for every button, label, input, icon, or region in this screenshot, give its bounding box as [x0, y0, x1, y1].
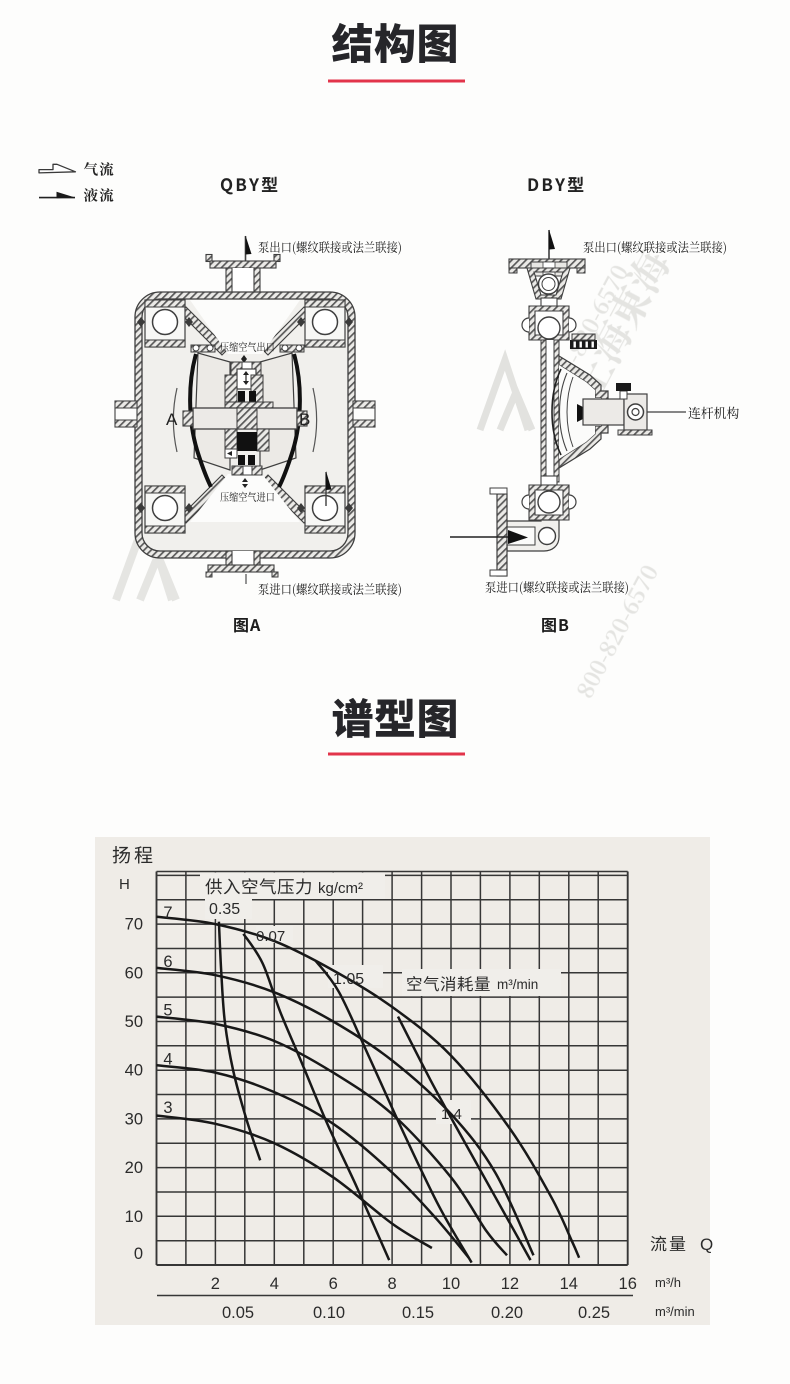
svg-text:m³/min: m³/min: [497, 977, 538, 992]
svg-text:0.15: 0.15: [402, 1304, 434, 1322]
svg-text:0.25: 0.25: [578, 1304, 610, 1322]
svg-text:7: 7: [163, 904, 172, 922]
svg-text:12: 12: [501, 1275, 519, 1293]
svg-text:0.07: 0.07: [256, 928, 285, 945]
svg-text:0: 0: [134, 1245, 143, 1263]
svg-text:50: 50: [125, 1013, 143, 1031]
svg-text:30: 30: [125, 1110, 143, 1128]
svg-text:B: B: [299, 410, 310, 429]
svg-text:60: 60: [125, 964, 143, 982]
svg-text:10: 10: [125, 1208, 143, 1226]
svg-text:0.10: 0.10: [313, 1304, 345, 1322]
svg-text:0.35: 0.35: [209, 901, 240, 918]
svg-text:2: 2: [211, 1275, 220, 1293]
svg-text:4: 4: [163, 1050, 172, 1068]
svg-text:1.4: 1.4: [441, 1106, 462, 1123]
svg-text:3: 3: [163, 1099, 172, 1117]
svg-text:20: 20: [125, 1159, 143, 1177]
svg-text:Q: Q: [700, 1235, 713, 1254]
svg-text:6: 6: [329, 1275, 338, 1293]
svg-text:1.05: 1.05: [333, 971, 364, 988]
svg-text:5: 5: [163, 1002, 172, 1020]
svg-text:0.20: 0.20: [491, 1304, 523, 1322]
svg-text:0.05: 0.05: [222, 1304, 254, 1322]
svg-text:m³/min: m³/min: [655, 1304, 695, 1319]
svg-text:40: 40: [125, 1062, 143, 1080]
svg-text:H: H: [119, 876, 130, 893]
svg-text:4: 4: [270, 1275, 279, 1293]
svg-text:m³/h: m³/h: [655, 1275, 681, 1290]
svg-text:16: 16: [619, 1275, 637, 1293]
svg-text:A: A: [166, 410, 178, 429]
svg-text:10: 10: [442, 1275, 460, 1293]
svg-text:6: 6: [163, 953, 172, 971]
svg-text:70: 70: [125, 916, 143, 934]
svg-text:kg/cm²: kg/cm²: [318, 880, 363, 897]
svg-text:14: 14: [560, 1275, 578, 1293]
svg-text:8: 8: [388, 1275, 397, 1293]
